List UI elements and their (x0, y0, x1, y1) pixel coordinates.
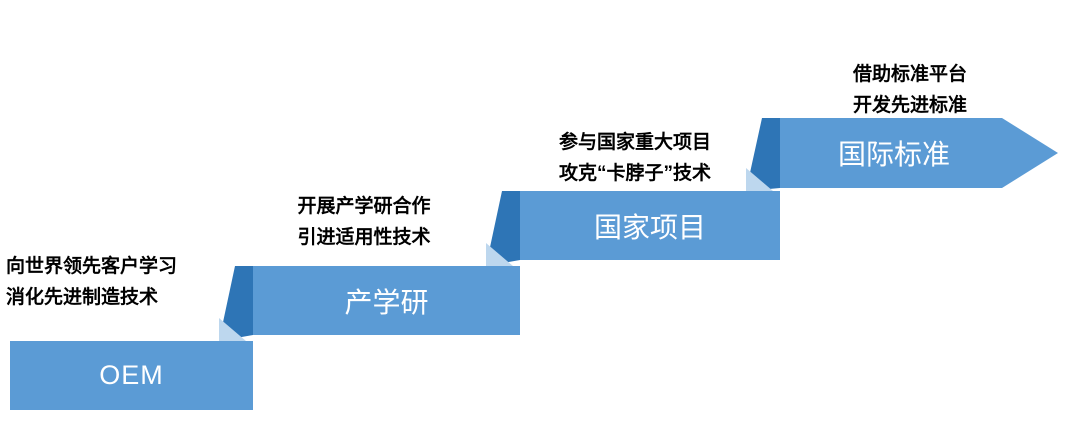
step-1-caption-line-1: 向世界领先客户学习 (6, 256, 178, 277)
step-1-label: OEM (99, 360, 164, 390)
step-2-caption: 开展产学研合作 引进适用性技术 (264, 191, 464, 253)
step-3-caption-line-1: 参与国家重大项目 (558, 132, 711, 153)
step-2-label: 产学研 (344, 286, 429, 318)
step-3-bar (520, 191, 780, 260)
step-3-fold-light (486, 243, 513, 266)
step-2-fold-dark (219, 266, 253, 341)
step-4-caption-line-2: 开发先进标准 (852, 95, 967, 116)
step-3-caption-line-2: 攻克“卡脖子”技术 (558, 163, 711, 184)
step-3-fold-dark (486, 191, 520, 266)
step-4-caption-line-1: 借助标准平台 (852, 64, 967, 85)
step-1-bar (10, 341, 253, 410)
step-1-caption-line-2: 消化先进制造技术 (6, 287, 159, 308)
step-3-label: 国家项目 (593, 211, 706, 243)
step-4-caption: 借助标准平台 开发先进标准 (828, 59, 992, 121)
step-4-fold-light (746, 168, 773, 191)
step-3-caption: 参与国家重大项目 攻克“卡脖子”技术 (532, 127, 738, 189)
step-4-fold-dark (746, 118, 780, 191)
step-2-caption-line-1: 开展产学研合作 (297, 196, 431, 217)
step-2-bar (253, 266, 520, 335)
step-2-caption-line-2: 引进适用性技术 (297, 227, 431, 248)
step-4-arrow-bar (780, 118, 1058, 188)
step-2-fold-light (219, 318, 246, 341)
step-1-caption: 向世界领先客户学习 消化先进制造技术 (6, 251, 177, 313)
step-4-label: 国际标准 (837, 139, 950, 170)
